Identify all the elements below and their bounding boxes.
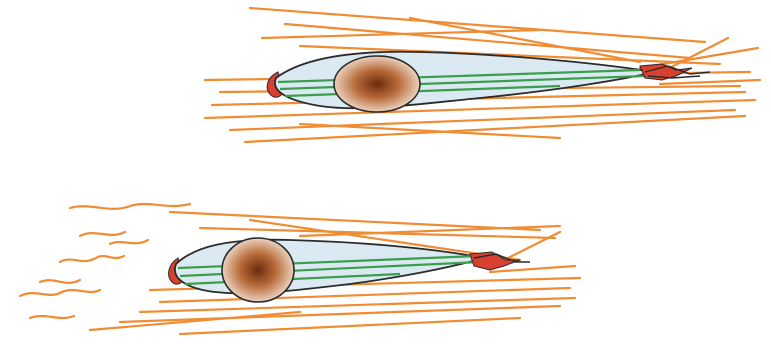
- ecm-fiber: [490, 266, 575, 272]
- loose-ecm-fiber: [40, 280, 80, 283]
- loose-ecm-fiber: [70, 204, 190, 209]
- loose-ecm-fiber: [30, 316, 74, 318]
- loose-ecm-fiber: [20, 290, 100, 296]
- ecm-fiber: [170, 212, 540, 230]
- ecm-fiber: [300, 124, 560, 138]
- ecm-fiber: [285, 24, 690, 58]
- ecm-fiber: [660, 80, 760, 84]
- loose-ecm-fiber: [110, 240, 148, 244]
- loose-ecm-fiber: [60, 256, 124, 262]
- trailing-edge: [470, 252, 530, 270]
- nucleus: [334, 56, 420, 112]
- top-panel: [205, 8, 760, 142]
- ecm-fiber: [180, 318, 520, 334]
- bottom-panel: [20, 204, 580, 334]
- nucleus: [222, 238, 294, 302]
- bottom-cell: [169, 238, 530, 302]
- loose-ecm-fiber: [80, 232, 125, 236]
